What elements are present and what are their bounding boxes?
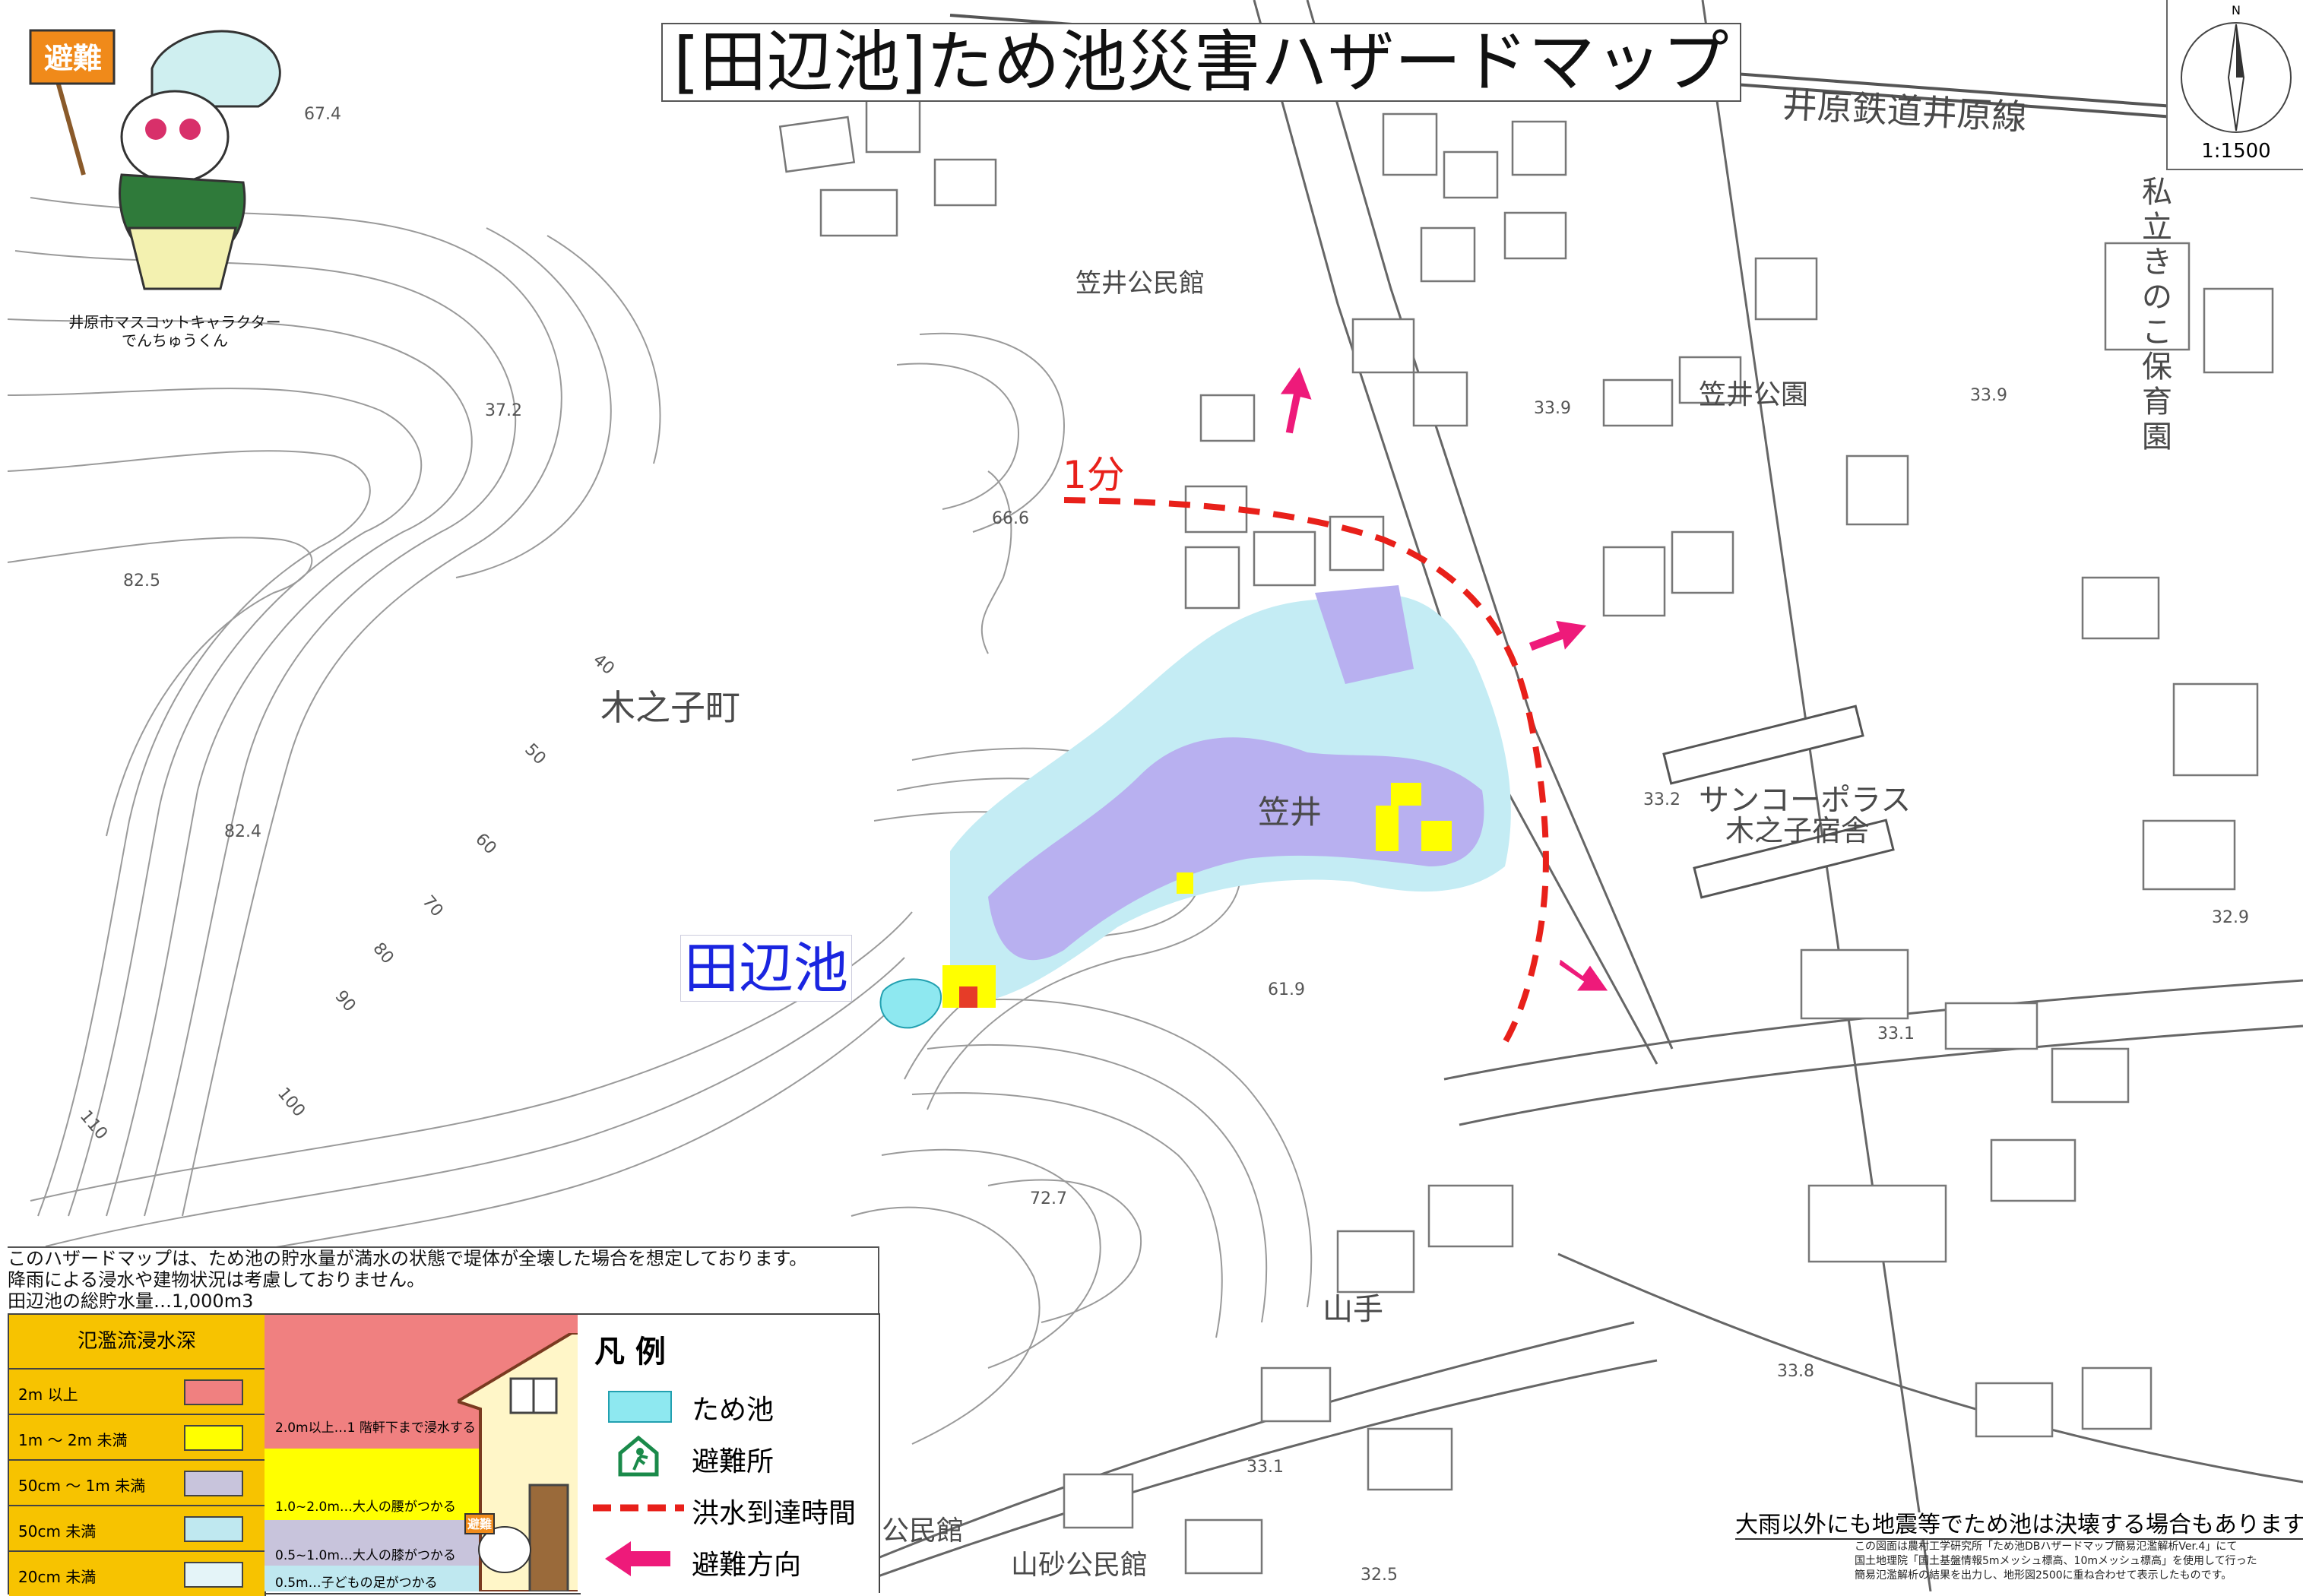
legend-item-pond: ため池	[593, 1382, 874, 1427]
depth-row: 20cm 未満	[9, 1552, 266, 1596]
legend-item-arrival-time: 洪水到達時間	[593, 1485, 874, 1531]
note-line-1: このハザードマップは、ため池の貯水量が満水の状態で堤体が全壊した場合を想定してお…	[8, 1248, 808, 1269]
house-sign-text: 避難	[467, 1517, 493, 1531]
depth-band-label: 1.0~2.0m…大人の腰がつかる	[275, 1499, 456, 1515]
apartment-blocks	[1662, 705, 1895, 899]
nursery-label: 私立きのこ保育園	[2142, 175, 2172, 454]
depth-row: 1m ～ 2m 未満	[9, 1415, 266, 1461]
depth-row-label: 50cm 未満	[18, 1522, 97, 1541]
mascot-sign-text: 避難	[44, 43, 102, 75]
arrival-time-label: 1分	[1063, 453, 1125, 497]
mascot-caption-line1: 井原市マスコットキャラクター	[68, 313, 281, 331]
apartment-label-1: サンコーポラス	[1699, 783, 1912, 818]
legend-item-label: ため池	[692, 1395, 775, 1426]
assumption-notes: このハザードマップは、ため池の貯水量が満水の状態で堤体が全壊した場合を想定してお…	[8, 1246, 879, 1316]
depth-band-label: 0.5m…子どもの足がつかる	[275, 1575, 438, 1591]
elevation-label: 33.2	[1643, 790, 1681, 809]
dashed-line-icon	[593, 1504, 684, 1512]
flood-area	[942, 585, 1511, 1008]
elevation-label: 82.4	[224, 822, 261, 841]
credits-line-1: この図面は農村工学研究所「ため池DBハザードマップ簡易氾濫解析Ver.4」にて	[1855, 1541, 2238, 1553]
depth-band-label: 0.5~1.0m…大人の膝がつかる	[275, 1548, 456, 1563]
legend-item-evac-direction: 避難方向	[593, 1537, 874, 1582]
note-line-3: 田辺池の総貯水量…1,000m3	[8, 1290, 254, 1312]
depth-row-label: 50cm ～ 1m 未満	[18, 1477, 146, 1495]
inundation-depth-table: 氾濫流浸水深 2m 以上 1m ～ 2m 未満 50cm ～ 1m 未満 50c…	[8, 1313, 581, 1596]
yamate-label: 山手	[1323, 1292, 1383, 1327]
mascot-illustration	[29, 29, 281, 290]
evacuation-arrow-east	[1526, 618, 1591, 655]
depth-band-2m: 2.0m以上…1 階軒下まで浸水する	[265, 1315, 578, 1449]
legend-item-label: 洪水到達時間	[692, 1498, 857, 1529]
pond-name-label: 田辺池	[680, 935, 853, 1002]
elevation-label: 67.4	[304, 105, 341, 124]
elevation-label: 61.9	[1268, 980, 1305, 999]
mascot-caption: 井原市マスコットキャラクター でんちゅうくん	[61, 313, 289, 350]
elevation-label: 33.1	[1247, 1458, 1284, 1477]
depth-band-label: 2.0m以上…1 階軒下まで浸水する	[275, 1420, 476, 1436]
depth-table-header: 氾濫流浸水深	[9, 1315, 266, 1370]
compass-scale-box: N 1:1500	[2166, 0, 2303, 170]
elevation-label: 82.5	[123, 572, 160, 591]
depth-row-label: 20cm 未満	[18, 1568, 97, 1586]
house-illustration	[458, 1333, 579, 1591]
depth-row-label: 2m 以上	[18, 1385, 78, 1404]
credits-line-3: 簡易氾濫解析の結果を出力し、地形図2500に重ね合わせて表示したものです。	[1855, 1569, 2232, 1582]
depth-swatch	[184, 1516, 243, 1542]
pond-swatch-icon	[608, 1391, 672, 1423]
depth-row: 50cm 未満	[9, 1506, 266, 1552]
map-title: [田辺池]ため池災害ハザードマップ	[661, 23, 1741, 102]
kasai-hall-label: 笠井公民館	[1075, 268, 1205, 299]
depth-row: 50cm ～ 1m 未満	[9, 1461, 266, 1506]
yamasuna-hall-label: 山砂公民館	[1011, 1550, 1148, 1581]
pond-shape	[879, 978, 942, 1029]
legend-title: 凡 例	[594, 1335, 666, 1370]
elevation-label: 32.5	[1361, 1566, 1398, 1585]
hall-label: 公民館	[882, 1515, 965, 1547]
evacuation-arrow-north	[1276, 362, 1316, 436]
credits-text: この図面は農村工学研究所「ため池DBハザードマップ簡易氾濫解析Ver.4」にて …	[1855, 1540, 2299, 1583]
depth-swatch	[184, 1425, 243, 1451]
north-label: N	[2232, 3, 2241, 17]
kinoko-town-label: 木之子町	[600, 687, 740, 728]
depth-swatch	[184, 1471, 243, 1496]
evacuation-arrows	[1276, 362, 1612, 993]
earthquake-warning: 大雨以外にも地震等でため池は決壊する場合もあります。	[1735, 1512, 2303, 1540]
buildings	[778, 97, 2274, 1575]
elevation-label: 33.9	[1534, 399, 1571, 418]
credits-line-2: 国土地理院「国土基盤情報5mメッシュ標高、10mメッシュ標高」を使用して行った	[1855, 1555, 2257, 1567]
evacuation-arrow-icon	[605, 1541, 670, 1576]
elevation-label: 37.2	[485, 401, 522, 420]
elevation-label: 32.9	[2212, 908, 2249, 927]
depth-row-label: 1m ～ 2m 未満	[18, 1431, 128, 1449]
arrival-time-line	[1063, 497, 1549, 1051]
mascot-caption-line2: でんちゅうくん	[122, 331, 228, 350]
apartment-label-2: 木之子宿舎	[1725, 814, 1871, 847]
depth-swatch	[184, 1562, 243, 1588]
compass-icon	[2181, 22, 2292, 133]
legend-item-shelter: 避難所	[593, 1433, 874, 1479]
depth-row: 2m 以上	[9, 1370, 266, 1415]
scale-label: 1:1500	[2201, 140, 2271, 163]
shelter-icon	[618, 1435, 659, 1477]
elevation-label: 33.1	[1877, 1024, 1915, 1043]
elevation-label: 33.9	[1970, 386, 2007, 405]
kasai-label: 笠井	[1258, 793, 1323, 831]
kasai-park-label: 笠井公園	[1699, 379, 1809, 410]
elevation-label: 66.6	[992, 509, 1029, 528]
legend-item-label: 避難所	[692, 1446, 775, 1477]
legend-item-label: 避難方向	[692, 1550, 802, 1581]
legend-panel: 凡 例 ため池 避難所 洪水到達時間 避難方向	[578, 1313, 880, 1593]
note-line-2: 降雨による浸水や建物状況は考慮しておりません。	[8, 1269, 426, 1290]
depth-swatch	[184, 1379, 243, 1405]
elevation-label: 33.8	[1777, 1362, 1814, 1381]
evacuation-arrow-southeast	[1557, 955, 1612, 993]
elevation-label: 72.7	[1030, 1189, 1067, 1208]
